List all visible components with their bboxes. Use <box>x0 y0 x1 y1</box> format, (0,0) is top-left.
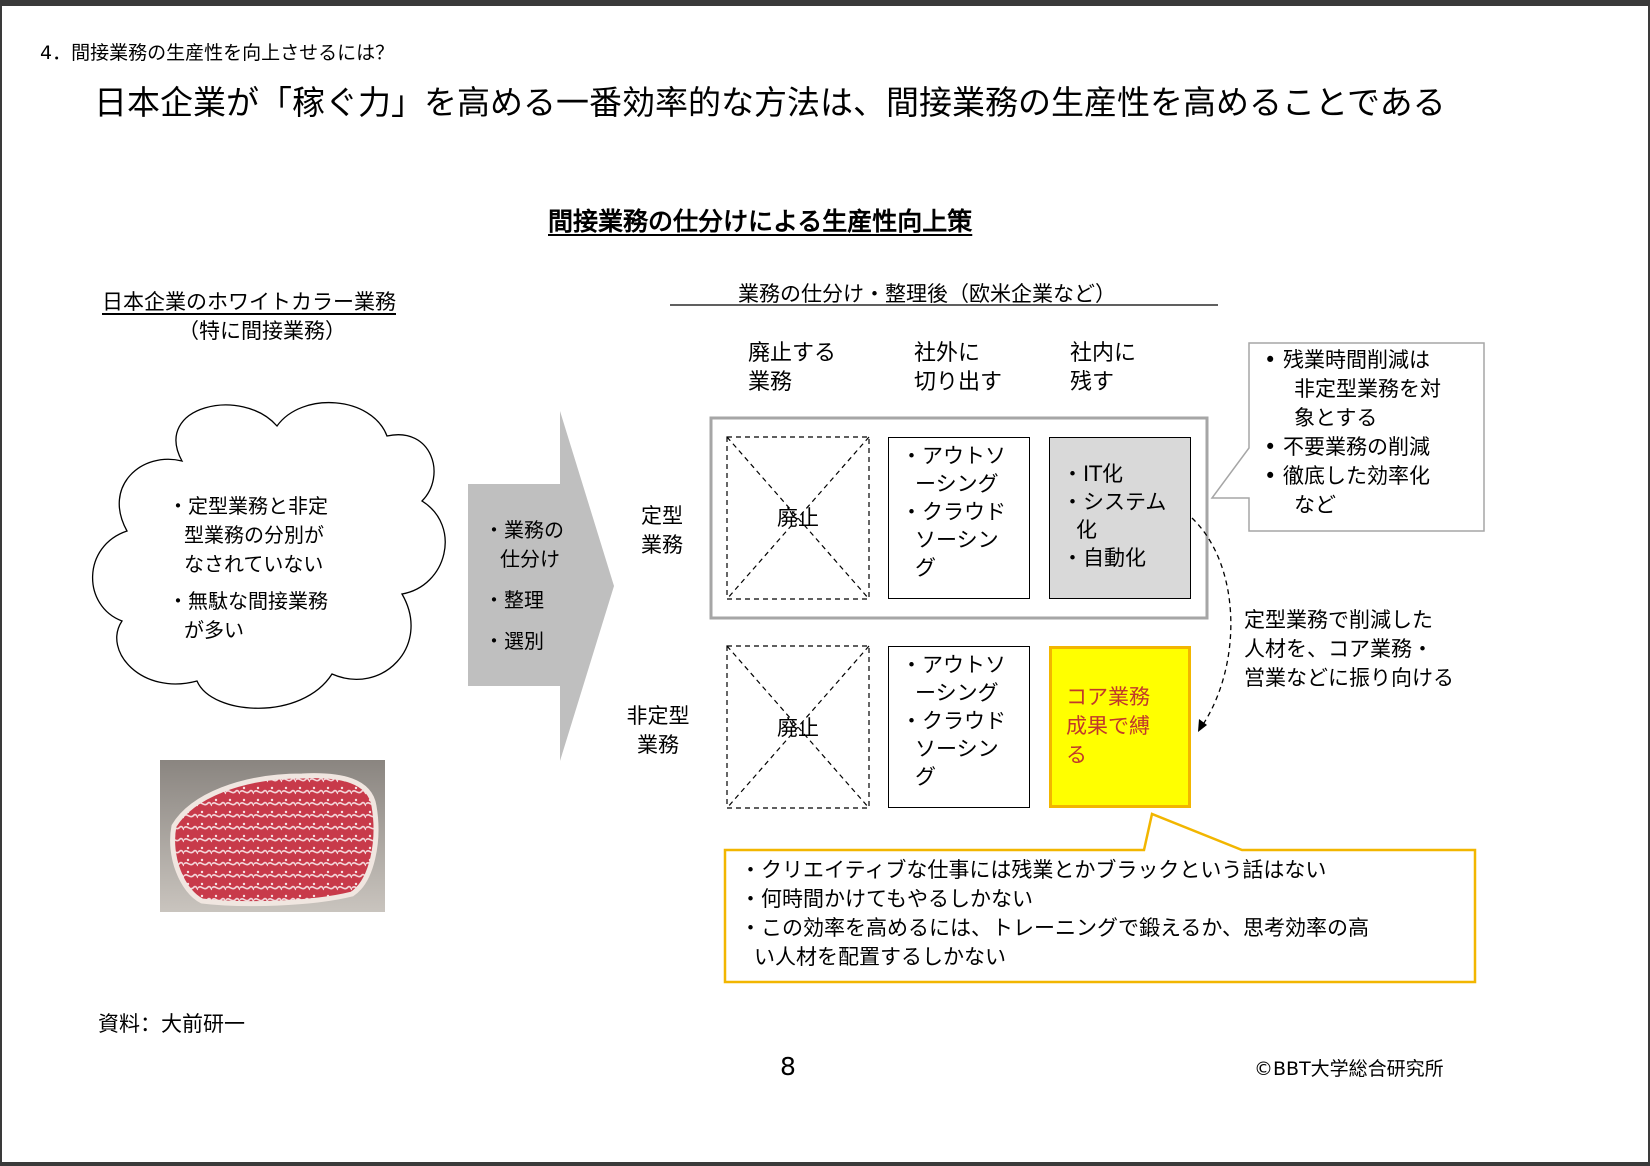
it-box: ・IT化 ・システム 化 ・自動化 <box>1049 437 1191 599</box>
callout-top-line: • 徹底した効率化 <box>1264 464 1431 488</box>
col-header-keep: 社内に 残す <box>1070 339 1136 397</box>
outsource-line: グ <box>915 765 936 789</box>
col-header-line: 社外に <box>914 341 981 366</box>
diagram-title: 間接業務の仕分けによる生産性向上策 <box>548 207 973 236</box>
shift-note-line: 定型業務で削減した <box>1244 608 1433 632</box>
shift-note: 定型業務で削減した 人材を、コア業務・ 営業などに振り向ける <box>1244 606 1454 693</box>
callout-top-shape <box>1210 342 1485 532</box>
callout-top-line: • 残業時間削減は <box>1264 348 1431 372</box>
abolish-box-teiki <box>726 436 870 600</box>
callout-top-line: 非定型業務を対 <box>1294 377 1441 401</box>
outsource-line: ソーシン <box>915 528 999 552</box>
left-title: 日本企業のホワイトカラー業務 <box>102 290 396 314</box>
callout-bottom-line: ・クリエイティブな仕事には残業とかブラックという話はない <box>740 858 1327 882</box>
arrow-line: ・業務の <box>484 518 564 542</box>
cloud-shape <box>92 401 446 709</box>
row-label-line: 定型 <box>641 504 683 528</box>
shift-arrow-head <box>1198 719 1207 732</box>
outsource-line: ・アウトソ <box>901 653 1006 677</box>
headline: 日本企業が「稼ぐ力」を高める一番効率的な方法は、間接業務の生産性を高めることであ… <box>94 83 1446 122</box>
it-line: ・IT化 <box>1062 462 1124 486</box>
outsource-line: ーシング <box>915 472 999 496</box>
teiki-row-frame <box>709 416 1209 620</box>
row-label-line: 業務 <box>641 533 683 557</box>
arrow-text: ・業務の 仕分け ・整理 ・選別 <box>484 516 564 656</box>
abolish-box-hiteiki <box>726 645 870 809</box>
copyright: ©BBT大学総合研究所 <box>1254 1058 1444 1080</box>
cloud-line: なされていない <box>184 552 324 576</box>
it-line: ・自動化 <box>1062 546 1146 570</box>
callout-bottom-line: ・この効率を高めるには、トレーニングで鍛えるか、思考効率の高 <box>740 916 1369 940</box>
callout-bottom-line: い人材を配置するしかない <box>754 945 1006 969</box>
callout-top-line: 象とする <box>1294 406 1378 430</box>
section-heading: 4．間接業務の生産性を向上させるには？ <box>40 42 395 64</box>
cloud-line: が多い <box>184 618 244 642</box>
arrow-line: ・選別 <box>484 629 544 653</box>
outsource-line: ソーシン <box>915 737 999 761</box>
marbled-beef-photo <box>160 760 385 912</box>
col-header-line: 社内に <box>1070 341 1137 366</box>
col-header-line: 切り出す <box>914 370 1003 395</box>
col-header-line: 廃止する <box>748 341 837 366</box>
callout-bottom-line: ・何時間かけてもやるしかない <box>740 887 1033 911</box>
col-header-outsource: 社外に 切り出す <box>914 339 1002 397</box>
row-label-hiteiki: 非定型 業務 <box>622 702 694 760</box>
abolish-label: 廃止 <box>777 716 819 740</box>
outsource-box-teiki: ・アウトソ ーシング ・クラウド ソーシン グ <box>888 437 1030 599</box>
row-label-teiki: 定型 業務 <box>638 502 686 560</box>
outsource-box-hiteiki: ・アウトソ ーシング ・クラウド ソーシン グ <box>888 646 1030 808</box>
diagram-graphics <box>92 304 1485 984</box>
arrow-line: ・整理 <box>484 588 544 612</box>
callout-top-line: • 不要業務の削減 <box>1264 435 1431 459</box>
core-line: コア業務 <box>1066 685 1150 709</box>
shift-note-line: 人材を、コア業務・ <box>1244 637 1433 661</box>
row-label-line: 非定型 <box>626 704 690 728</box>
col-header-line: 残す <box>1070 370 1115 395</box>
cloud-line: ・定型業務と非定 <box>168 494 328 518</box>
callout-top-line: など <box>1294 493 1336 517</box>
row-label-line: 業務 <box>637 733 679 757</box>
outsource-line: ・アウトソ <box>901 444 1006 468</box>
outsource-line: ーシング <box>915 681 999 705</box>
core-line: る <box>1066 743 1087 767</box>
cloud-line: 型業務の分別が <box>184 523 324 547</box>
cloud-text: ・定型業務と非定 型業務の分別が なされていない ・無駄な間接業務 が多い <box>168 492 328 645</box>
outsource-line: ・クラウド <box>901 500 1006 524</box>
it-line: ・システム <box>1062 490 1167 514</box>
shift-arrow <box>1191 517 1232 727</box>
callout-top-text: • 残業時間削減は 非定型業務を対 象とする • 不要業務の削減 • 徹底した効… <box>1264 346 1441 520</box>
left-subtitle: （特に間接業務） <box>178 319 346 343</box>
cloud-line: ・無駄な間接業務 <box>168 589 328 613</box>
right-title: 業務の仕分け・整理後（欧米企業など） <box>738 282 1116 306</box>
outsource-line: ・クラウド <box>901 709 1006 733</box>
source-note: 資料：大前研一 <box>98 1012 245 1036</box>
col-header-abolish: 廃止する 業務 <box>748 339 836 397</box>
slide: 4．間接業務の生産性を向上させるには？ 日本企業が「稼ぐ力」を高める一番効率的な… <box>2 6 1648 1162</box>
abolish-label: 廃止 <box>777 506 819 530</box>
it-line: 化 <box>1076 518 1097 542</box>
process-arrow-shape <box>468 411 614 761</box>
arrow-line: 仕分け <box>500 547 560 571</box>
page-number: 8 <box>780 1052 796 1081</box>
core-line: 成果で縛 <box>1066 714 1150 738</box>
shift-note-line: 営業などに振り向ける <box>1244 666 1454 690</box>
core-box: コア業務 成果で縛 る <box>1049 646 1191 808</box>
col-header-line: 業務 <box>748 370 793 395</box>
callout-bottom-shape <box>723 812 1477 984</box>
outsource-line: グ <box>915 556 936 580</box>
callout-bottom-text: ・クリエイティブな仕事には残業とかブラックという話はない ・何時間かけてもやるし… <box>740 856 1369 972</box>
